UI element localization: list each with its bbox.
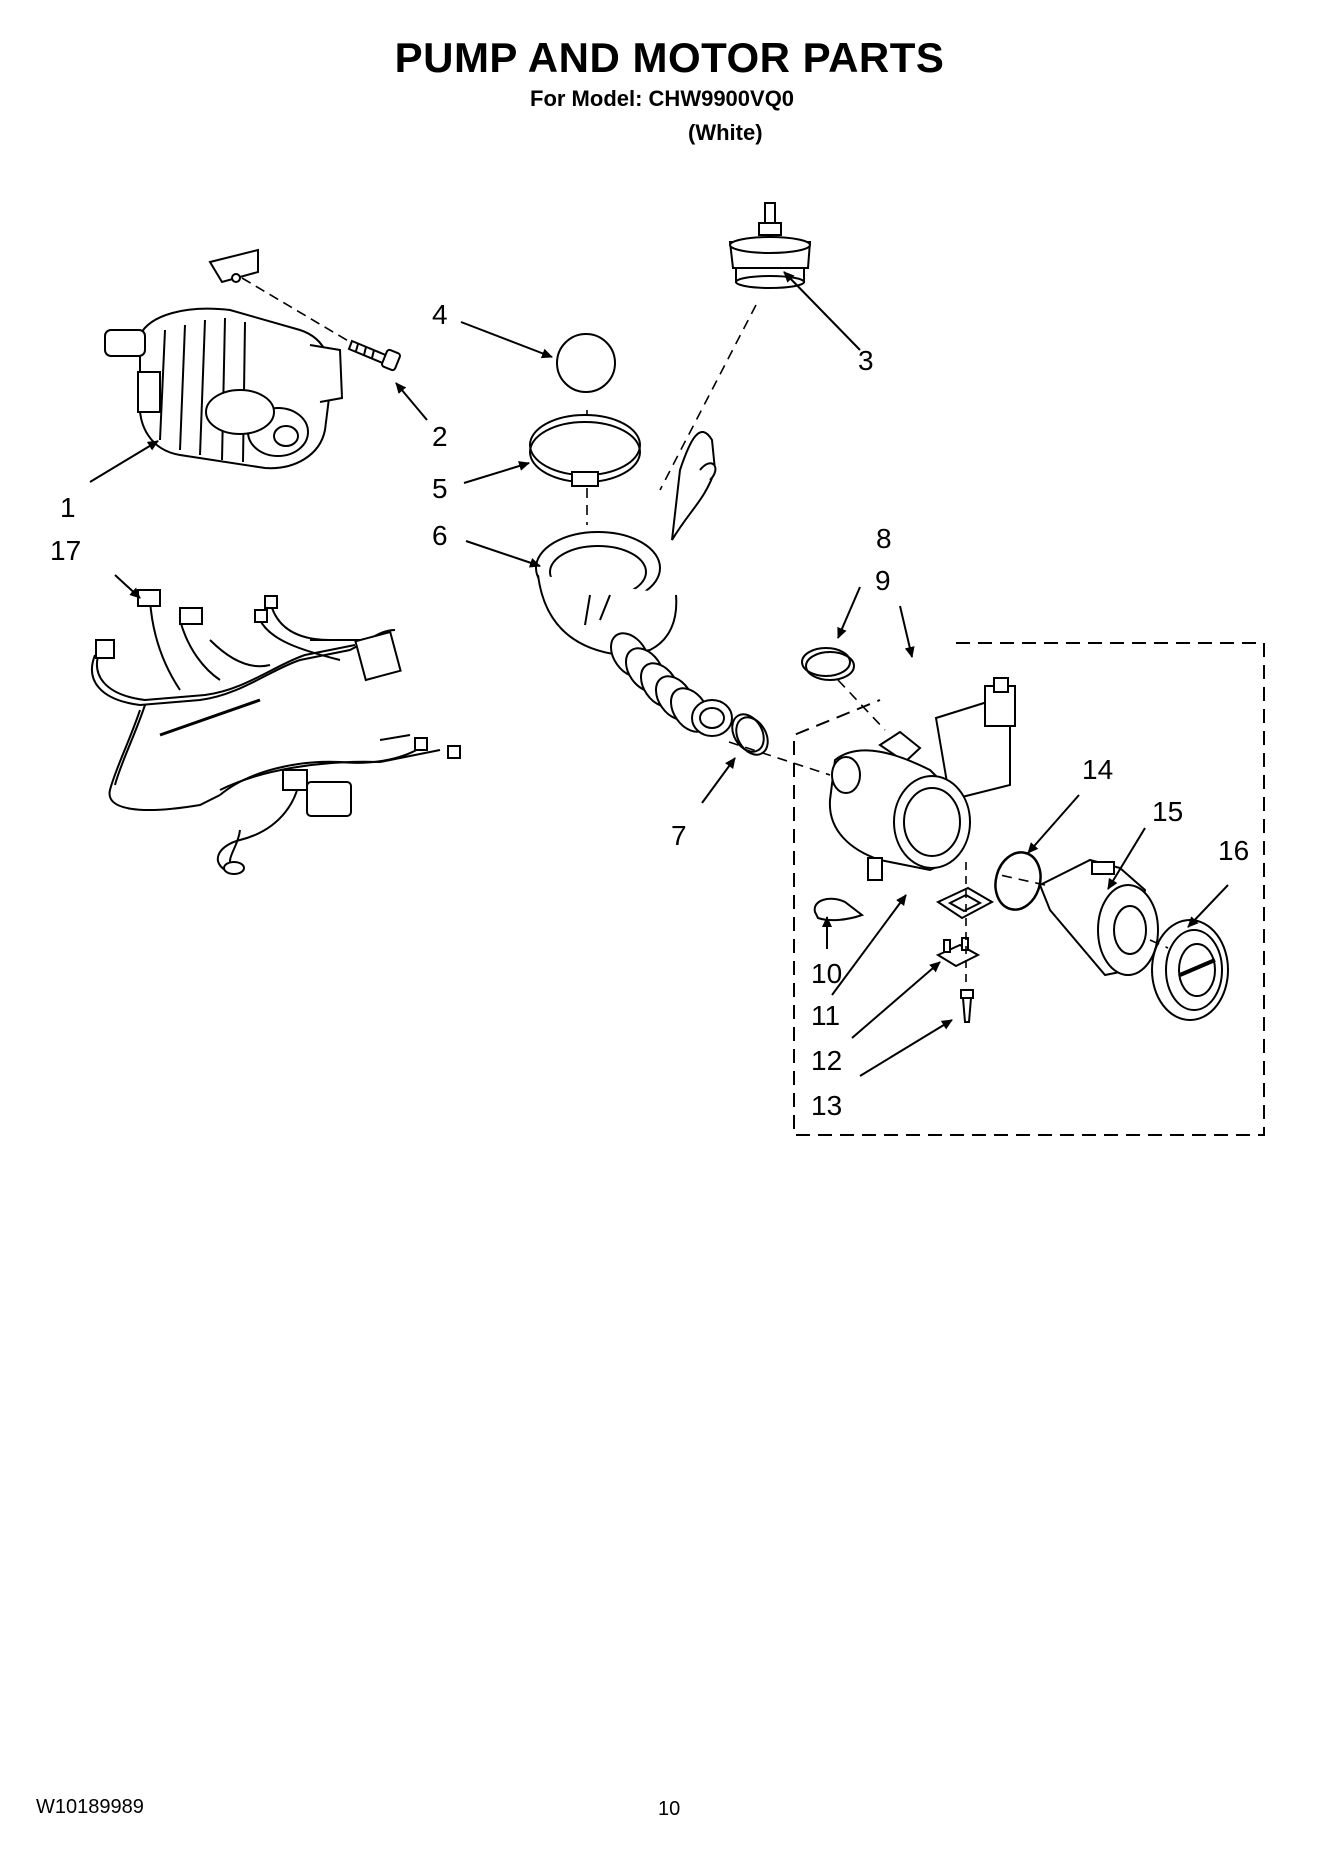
filter-housing-part bbox=[1038, 858, 1159, 977]
drive-motor-part bbox=[104, 248, 344, 470]
model-line: For Model: CHW9900VQ0 bbox=[530, 86, 795, 111]
callout-13: 13 bbox=[811, 1090, 842, 1121]
filter-cap-part bbox=[1151, 919, 1229, 1021]
callout-4: 4 bbox=[432, 299, 448, 330]
callout-7: 7 bbox=[671, 820, 687, 851]
callout-1: 1 bbox=[60, 492, 76, 523]
spring-clip-part bbox=[801, 647, 855, 681]
callout-10: 10 bbox=[811, 958, 842, 989]
callout-12: 12 bbox=[811, 1045, 842, 1076]
callout-14: 14 bbox=[1082, 754, 1113, 785]
callout-labels: 1 2 3 4 5 6 7 8 9 10 11 12 13 14 15 16 1… bbox=[50, 299, 1249, 1121]
callout-15: 15 bbox=[1152, 796, 1183, 827]
callout-5: 5 bbox=[432, 473, 448, 504]
mount-bracket-part bbox=[935, 937, 981, 968]
callout-17: 17 bbox=[50, 535, 81, 566]
callout-arrows bbox=[89, 271, 1229, 1077]
sump-hose-part bbox=[535, 431, 733, 737]
callout-6: 6 bbox=[432, 520, 448, 551]
callout-11: 11 bbox=[811, 1000, 840, 1031]
callout-9: 9 bbox=[875, 565, 891, 596]
pump-assembly-boundary bbox=[793, 642, 1265, 1136]
page-title: PUMP AND MOTOR PARTS bbox=[394, 34, 945, 81]
gasket-plate-part bbox=[935, 886, 995, 920]
page-number: 10 bbox=[658, 1798, 681, 1820]
motor-screw-part bbox=[347, 339, 401, 372]
small-clamp-part bbox=[731, 713, 769, 756]
callout-2: 2 bbox=[432, 421, 448, 452]
check-ball-part bbox=[556, 333, 616, 393]
pressure-hose-fitting-part bbox=[728, 202, 812, 289]
wire-harness-part bbox=[91, 589, 461, 875]
callout-3: 3 bbox=[858, 345, 874, 376]
callout-8: 8 bbox=[876, 523, 892, 554]
o-ring-part bbox=[994, 851, 1042, 911]
hose-clamp-part bbox=[529, 414, 641, 487]
retaining-clip-part bbox=[813, 897, 865, 922]
dashed-guide-lines bbox=[586, 304, 1169, 949]
dashed-guide-line bbox=[241, 277, 351, 343]
drain-pump-part bbox=[828, 677, 1016, 881]
callout-16: 16 bbox=[1218, 835, 1249, 866]
document-number: W10189989 bbox=[36, 1796, 144, 1818]
color-variant: (White) bbox=[688, 120, 763, 145]
pump-screw-part bbox=[960, 989, 974, 1023]
